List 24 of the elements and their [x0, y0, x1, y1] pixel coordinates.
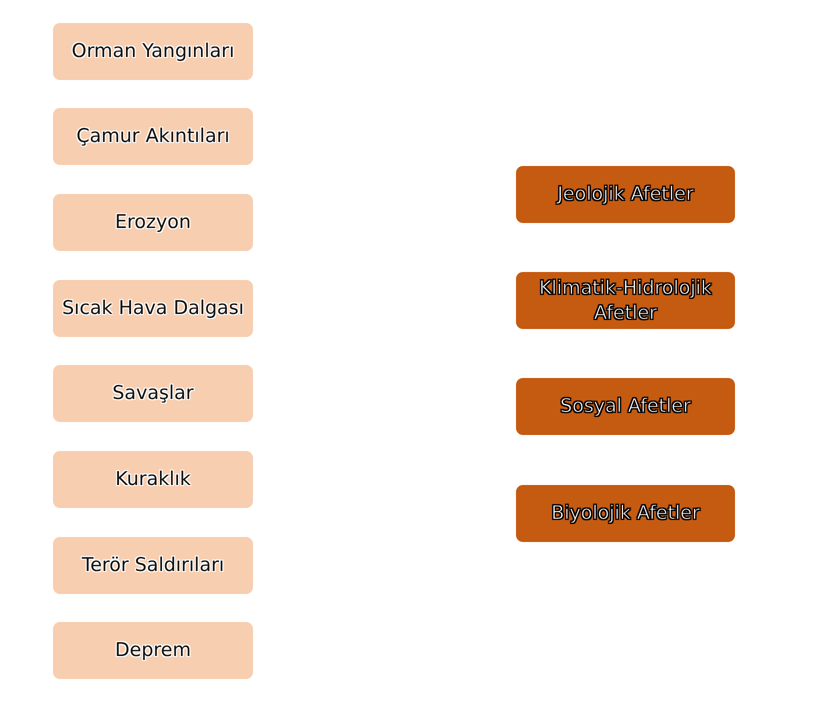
box-label: Sosyal Afetler [559, 394, 692, 419]
box-label: Kuraklık [114, 467, 192, 492]
box-label: Savaşlar [111, 381, 195, 406]
box-label: Jeolojik Afetler [555, 182, 695, 207]
box-label: Çamur Akıntıları [75, 124, 231, 149]
term-box [53, 451, 253, 508]
box-label: Biyolojik Afetler [550, 501, 701, 526]
term-box [53, 365, 253, 422]
term-box [53, 280, 253, 337]
term-box [53, 537, 253, 594]
category-box [516, 378, 735, 435]
box-label: Sıcak Hava Dalgası [61, 296, 245, 321]
box-label: Deprem [114, 638, 192, 663]
term-box [53, 194, 253, 251]
category-box [516, 272, 735, 329]
category-box [516, 166, 735, 223]
box-label: Terör Saldırıları [80, 553, 226, 578]
box-label: Erozyon [114, 210, 192, 235]
category-box [516, 485, 735, 542]
box-label: Orman Yangınları [70, 39, 236, 64]
term-box [53, 622, 253, 679]
term-box [53, 108, 253, 165]
term-box [53, 23, 253, 80]
box-label: Klimatik-Hidrolojik Afetler [538, 276, 713, 326]
